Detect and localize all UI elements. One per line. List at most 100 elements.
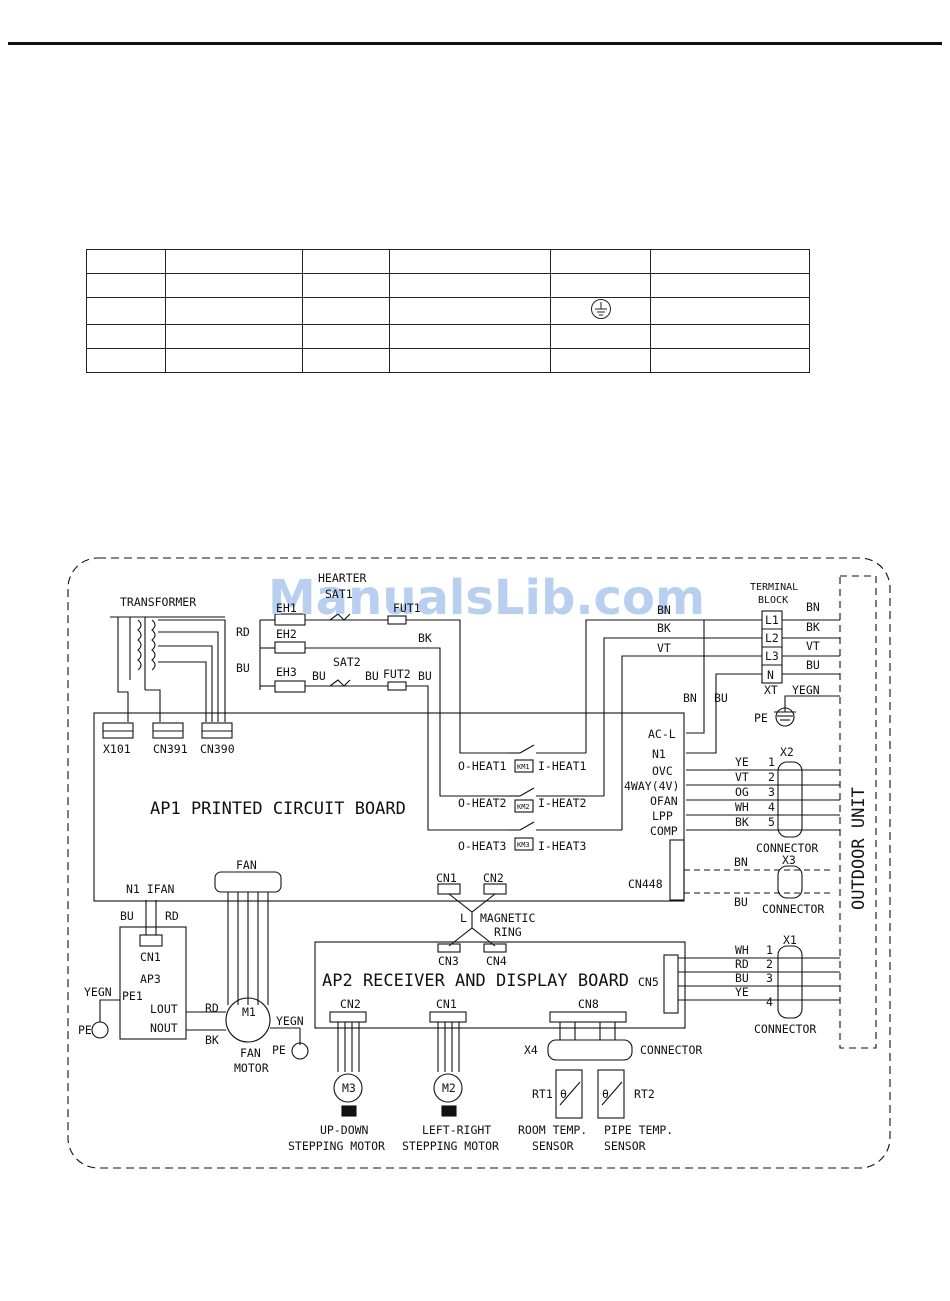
relay-km1: [508, 744, 586, 773]
cn5-label: CN5: [638, 975, 659, 989]
eh3-heater: [274, 680, 306, 693]
x101-label: X101: [103, 742, 131, 756]
up-down-label: UP-DOWN: [320, 1123, 369, 1137]
fan-motor-label-2: MOTOR: [234, 1061, 269, 1075]
sat2-switch: [329, 679, 351, 687]
wire-wh-label: WH: [735, 800, 749, 814]
xt-label: XT: [764, 683, 778, 697]
diagram-border: [67, 557, 891, 1169]
x1-pin-3: 3: [766, 971, 773, 985]
lout-label: LOUT: [150, 1002, 178, 1016]
ap1-board: [93, 712, 685, 902]
wire-bu-label: BU: [714, 691, 728, 705]
ovc-label: OVC: [652, 764, 673, 778]
wire-bu-label: BU: [312, 669, 326, 683]
wire-rd-label: RD: [205, 1001, 219, 1015]
x2-label: X2: [780, 745, 794, 759]
wire-rd-label: RD: [735, 957, 749, 971]
wire-bu-label: BU: [236, 661, 250, 675]
cn1-ap2-label: CN1: [436, 997, 457, 1011]
m3-label: M3: [342, 1081, 356, 1095]
cn2-ap1-label: CN2: [483, 871, 504, 885]
table-row: [86, 273, 810, 298]
x1-connector: [777, 945, 803, 1019]
wire-rd-label: RD: [236, 625, 250, 639]
wire-ye-label: YE: [735, 755, 749, 769]
pe-label: PE: [78, 1023, 92, 1037]
pipe-temp-label: PIPE TEMP.: [604, 1123, 673, 1137]
ofan-label: OFAN: [650, 794, 678, 808]
cn448-connector: [669, 839, 685, 901]
n1-ifan-label: N1 IFAN: [126, 882, 175, 896]
wire-wh-label: WH: [735, 943, 749, 957]
rt1-sensor: [555, 1069, 583, 1119]
terminal-label: TERMINAL: [750, 582, 798, 593]
i-heat3-label: I-HEAT3: [538, 839, 587, 853]
rt2-label: RT2: [634, 1087, 655, 1101]
wire-yegn-label: YEGN: [84, 985, 112, 999]
block-label: BLOCK: [758, 595, 788, 606]
outdoor-unit-title: OUTDOOR UNIT: [849, 787, 869, 910]
stepping-motor-m2: [433, 1073, 463, 1103]
terminal-l2: L2: [765, 631, 779, 645]
cn2-ap1: [483, 883, 507, 895]
wire-vt-label: VT: [735, 770, 749, 784]
x2-pin-1: 1: [768, 755, 775, 769]
cn1-ap3: [139, 934, 163, 947]
x3-label: X3: [782, 853, 796, 867]
x1-label: X1: [783, 933, 797, 947]
o-heat3-label: O-HEAT3: [458, 839, 507, 853]
sensor-label: SENSOR: [604, 1139, 646, 1153]
cn390-label: CN390: [200, 742, 235, 756]
outdoor-unit-box: [839, 575, 877, 1049]
relay-km2: [508, 787, 604, 813]
wire-bu-label: BU: [735, 971, 749, 985]
wire-ye-label: YE: [735, 985, 749, 999]
wire-bu-label: BU: [120, 909, 134, 923]
cn448-label: CN448: [628, 877, 663, 891]
eh3-label: EH3: [276, 665, 297, 679]
transformer-label: TRANSFORMER: [120, 595, 196, 609]
m2-label: M2: [442, 1081, 456, 1095]
x1-pin-1: 1: [766, 943, 773, 957]
eh2-heater: [274, 641, 306, 654]
x1-connector-label: CONNECTOR: [754, 1022, 816, 1036]
l-label: L: [460, 911, 467, 925]
room-temp-label: ROOM TEMP.: [518, 1123, 587, 1137]
fan-motor-m1: [225, 997, 271, 1043]
x1-pin-4: 4: [766, 995, 773, 1009]
cn2-ap2-label: CN2: [340, 997, 361, 1011]
fut2-fuse: [387, 681, 407, 691]
x4-label: X4: [524, 1043, 538, 1057]
wire-bu-label: BU: [734, 895, 748, 909]
ap2-board: [314, 941, 686, 1029]
left-right-label: LEFT-RIGHT: [422, 1123, 491, 1137]
cn1-ap3-label: CN1: [140, 950, 161, 964]
eh1-label: EH1: [276, 601, 297, 615]
wire-bk-label: BK: [806, 620, 820, 634]
fan-connector: [214, 871, 282, 893]
transformer: [110, 616, 226, 722]
cn3-ap2: [437, 943, 461, 953]
fourway-label: 4WAY(4V): [624, 779, 679, 793]
x2-pin-3: 3: [768, 785, 775, 799]
x3-connector-label: CONNECTOR: [762, 902, 824, 916]
km2-label: KM2: [517, 803, 530, 811]
o-heat2-label: O-HEAT2: [458, 796, 506, 810]
ground-symbol-icon: [590, 299, 611, 319]
ring-label: RING: [494, 925, 522, 939]
wire-bk-label: BK: [205, 1033, 219, 1047]
terminal-l3: L3: [765, 649, 779, 663]
sat1-switch: [329, 613, 351, 621]
nout-label: NOUT: [150, 1021, 178, 1035]
pe-label: PE: [754, 711, 768, 725]
pe1-label: PE1: [122, 989, 143, 1003]
cn8-label: CN8: [578, 997, 599, 1011]
cn1-ap2: [429, 1011, 467, 1023]
cn4-label: CN4: [486, 954, 507, 968]
wire-bn-label: BN: [657, 603, 671, 617]
km3-label: KM3: [517, 841, 530, 849]
fan-motor-label-1: FAN: [240, 1046, 261, 1060]
eh2-label: EH2: [276, 627, 297, 641]
